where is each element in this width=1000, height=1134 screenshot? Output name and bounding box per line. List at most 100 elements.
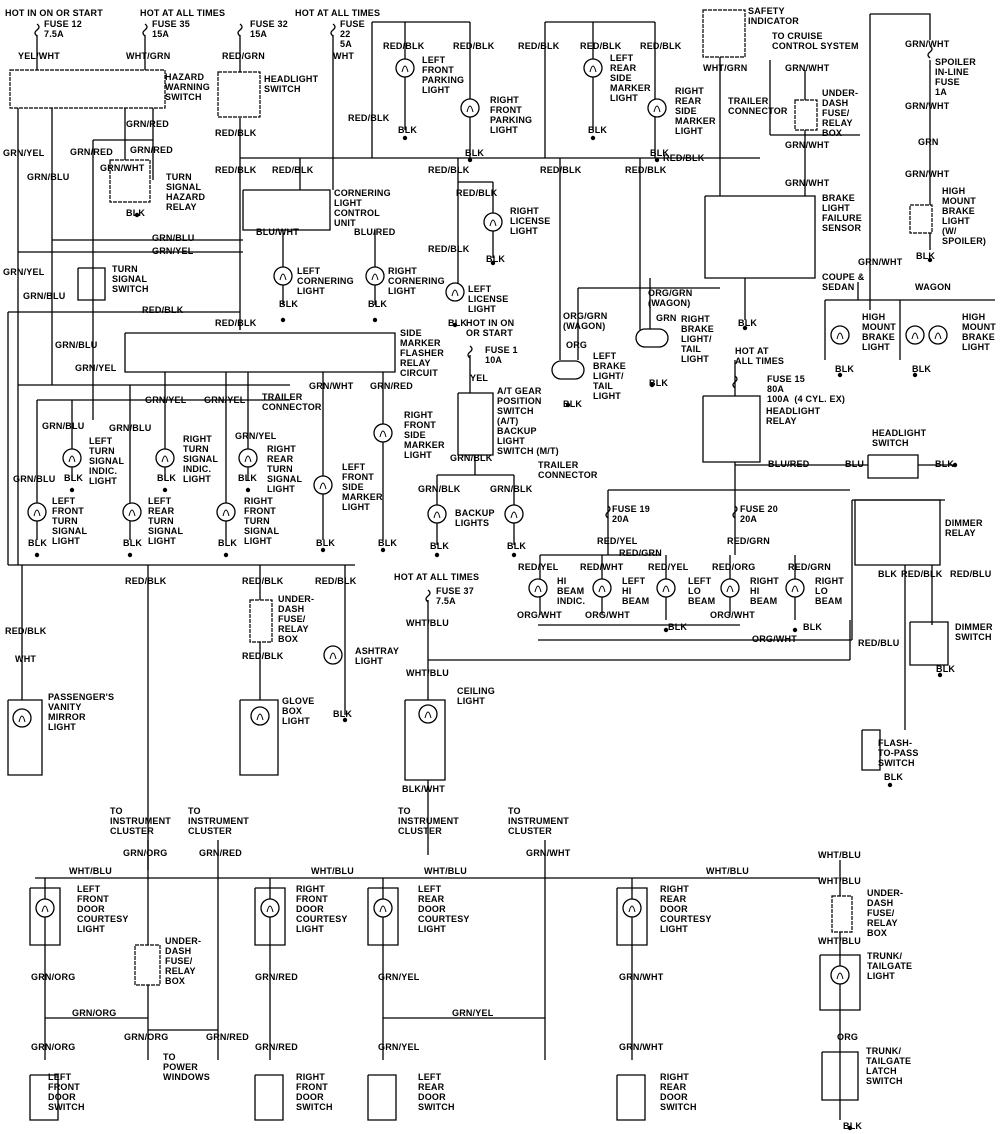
wire xyxy=(239,699,279,776)
component-label: TRAILER CONNECTOR xyxy=(262,392,322,412)
wire-color-label: WHT/BLU xyxy=(706,866,749,876)
wire-color-label: BLK xyxy=(378,538,398,548)
wire-color-label: ORG xyxy=(566,340,588,350)
ground-terminal-icon xyxy=(34,552,40,558)
wire-color-label: BLK xyxy=(649,378,669,388)
wire-color-label: RED/BLK xyxy=(348,113,390,123)
wire-color-label: RED/BLK xyxy=(540,165,582,175)
wire xyxy=(124,332,396,373)
bulb-icon xyxy=(647,98,667,118)
wire-color-label: RED/BLK xyxy=(125,576,167,586)
component-label: HOT AT ALL TIMES xyxy=(295,8,381,18)
filament-icon xyxy=(451,289,459,297)
wire-color-label: WHT/BLU xyxy=(818,850,861,860)
wire xyxy=(819,954,861,1011)
wire xyxy=(457,392,494,456)
wire-color-label: GRN/RED xyxy=(255,1042,298,1052)
wire-color-label: GRN/ORG xyxy=(124,1032,169,1042)
ground-terminal-icon xyxy=(452,322,458,328)
component-label: HOT IN ON OR START xyxy=(466,318,515,338)
component-label: FUSE 37 7.5A xyxy=(436,586,474,606)
wire-color-label: GRN/WHT xyxy=(905,169,950,179)
ground-terminal-icon xyxy=(847,1125,853,1131)
filament-icon xyxy=(662,585,670,593)
filament-icon xyxy=(726,585,734,593)
component-label: LEFT FRONT DOOR SWITCH xyxy=(48,1072,85,1112)
wire-color-label: WHT/BLU xyxy=(818,876,861,886)
ground-terminal-icon xyxy=(380,547,386,553)
bulb-icon xyxy=(592,578,612,598)
bulb-icon xyxy=(528,578,548,598)
component-box xyxy=(702,9,746,58)
wire-color-label: ORG/WHT xyxy=(585,610,630,620)
filament-icon xyxy=(329,652,337,660)
bulb-icon xyxy=(483,212,503,232)
ground-terminal-icon xyxy=(320,547,326,553)
wire-color-label: RED/BLK xyxy=(272,165,314,175)
wire-color-label: RED/BLK xyxy=(453,41,495,51)
wire-color-label: RED/BLK xyxy=(383,41,425,51)
component-label: RIGHT TURN SIGNAL INDIC. LIGHT xyxy=(183,434,219,484)
wire-color-label: BLK xyxy=(835,364,855,374)
wire-color-label: BLK xyxy=(218,538,238,548)
wire-color-label: BLK xyxy=(650,148,670,158)
ground-terminal-icon xyxy=(952,462,958,468)
wire xyxy=(821,1051,859,1101)
wire-color-label: GRN/WHT xyxy=(619,1042,664,1052)
wire-color-label: GRN/BLK xyxy=(450,453,493,463)
wire-color-label: GRN/WHT xyxy=(785,140,830,150)
ground-terminal-icon xyxy=(742,325,748,331)
brake-light-icon xyxy=(551,360,585,380)
component-label: UNDER- DASH FUSE/ RELAY BOX xyxy=(278,594,315,644)
bulb-icon xyxy=(622,898,642,918)
wire-color-label: GRN/WHT xyxy=(100,163,145,173)
wire-color-label: GRN/BLU xyxy=(55,340,98,350)
component-label: RIGHT REAR DOOR SWITCH xyxy=(660,1072,697,1112)
wire xyxy=(367,887,399,946)
filament-icon xyxy=(911,332,919,340)
component-label: RIGHT FRONT TURN SIGNAL LIGHT xyxy=(244,496,280,546)
wire-color-label: BLK xyxy=(878,569,898,579)
ground-terminal-icon xyxy=(511,552,517,558)
component-label: LEFT LICENSE LIGHT xyxy=(468,284,509,314)
wire-color-label: GRN/WHT xyxy=(905,101,950,111)
wire-color-label: BLK xyxy=(430,541,450,551)
wire-color-label: BLK xyxy=(738,318,758,328)
component-label: UNDER- DASH FUSE/ RELAY BOX xyxy=(822,88,859,138)
wire xyxy=(909,621,949,666)
bulb-icon xyxy=(418,704,438,724)
component-label: CORNERING LIGHT CONTROL UNIT xyxy=(334,188,391,228)
filament-icon xyxy=(379,430,387,438)
wire-color-label: GRN/WHT xyxy=(785,178,830,188)
bulb-icon xyxy=(427,504,447,524)
component-label: LEFT REAR DOOR COURTESY LIGHT xyxy=(418,884,470,934)
bulb-icon xyxy=(155,448,175,468)
wire-color-label: RED/BLK xyxy=(142,305,184,315)
wire-color-label: GRN/BLK xyxy=(490,484,533,494)
wire-color-label: BLK xyxy=(316,538,336,548)
fuse-icon xyxy=(142,23,148,37)
wire-color-label: RED/BLU xyxy=(858,638,900,648)
component-label: TO INSTRUMENT CLUSTER xyxy=(398,806,459,836)
bulb-icon xyxy=(313,475,333,495)
bulb-icon xyxy=(445,282,465,302)
component-label: RIGHT REAR DOOR COURTESY LIGHT xyxy=(660,884,712,934)
wire-color-label: GRN/YEL xyxy=(452,1008,494,1018)
component-label: TO POWER WINDOWS xyxy=(163,1052,210,1082)
component-label: TO INSTRUMENT CLUSTER xyxy=(188,806,249,836)
component-label: TO CRUISE CONTROL SYSTEM xyxy=(772,31,859,51)
wire-color-label: BLU/RED xyxy=(768,459,810,469)
component-label: FUSE 1 10A xyxy=(485,345,518,365)
bulb-icon xyxy=(928,325,948,345)
wire-color-label: RED/GRN xyxy=(222,51,265,61)
wire-color-label: WHT/GRN xyxy=(126,51,171,61)
component-label: BACKUP LIGHTS xyxy=(455,508,495,528)
wire-color-label: RED/GRN xyxy=(619,548,662,558)
component-box xyxy=(249,599,273,643)
wire-color-label: YEL xyxy=(470,373,489,383)
ground-terminal-icon xyxy=(565,402,571,408)
bulb-icon xyxy=(373,898,393,918)
component-label: RIGHT BRAKE LIGHT/ TAIL LIGHT xyxy=(681,314,715,364)
wire-color-label: WHT/BLU xyxy=(424,866,467,876)
wire xyxy=(29,887,61,946)
